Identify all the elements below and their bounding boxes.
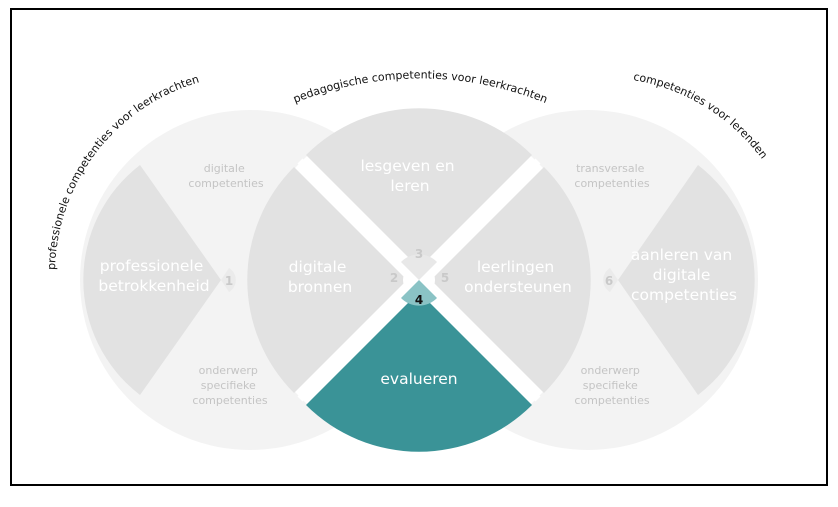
arc-title-center: pedagogische competenties voor leerkrach… [291, 68, 549, 106]
sector-supporting-learners[interactable] [431, 167, 591, 393]
badge-4-bg [401, 280, 437, 306]
right-sector-learners[interactable] [618, 165, 755, 395]
assessment-label: evalueren [380, 370, 457, 388]
left-top-note: digitale competenties [188, 162, 263, 190]
left-bottom-note: onderwerp specifieke competenties [192, 364, 267, 407]
number-5: 5 [441, 271, 449, 285]
sector-teaching[interactable] [306, 108, 532, 268]
number-2: 2 [390, 271, 398, 285]
number-4: 4 [415, 293, 423, 307]
sector-assessment[interactable] [306, 292, 532, 452]
left-sector-label: professionele betrokkenheid [98, 257, 209, 295]
right-top-note: transversale competenties [574, 162, 649, 190]
left-sector-professional[interactable] [83, 165, 222, 395]
number-3: 3 [415, 247, 423, 261]
number-1: 1 [225, 274, 233, 288]
badge-3-bg [401, 254, 437, 280]
center-circle [247, 108, 591, 452]
badge-6-bg [603, 268, 618, 292]
teaching-label: lesgeven en leren [360, 157, 459, 195]
digital-resources-label: digitale bronnen [288, 258, 352, 296]
frame-border [10, 8, 828, 486]
badge-1-bg [221, 268, 236, 292]
number-6: 6 [605, 274, 613, 288]
right-bottom-note: onderwerp specifieke competenties [574, 364, 649, 407]
right-sector-label: aanleren van digitale competenties [631, 246, 737, 304]
sector-digital-resources[interactable] [247, 167, 407, 393]
supporting-learners-label: leerlingen ondersteunen [464, 258, 572, 296]
